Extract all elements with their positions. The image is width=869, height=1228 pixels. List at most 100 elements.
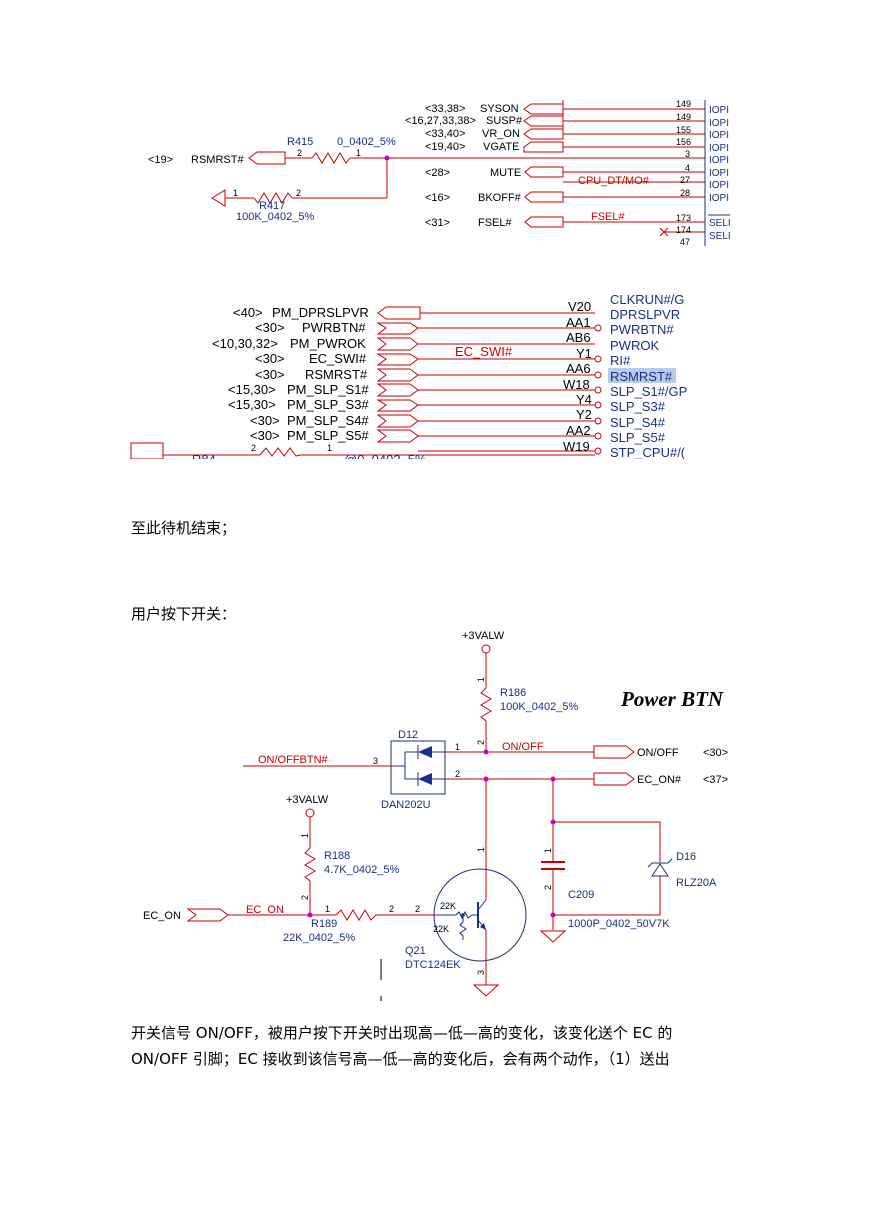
- svg-text:IOPI: IOPI: [709, 105, 729, 116]
- pin-numbers: 149 149 155 156 3 4 27 28 173 174 47: [676, 99, 691, 247]
- rsmrst-label: RSMRST#: [191, 154, 244, 166]
- crop-mask: [120, 459, 720, 469]
- sig-name: VR_ON: [482, 128, 520, 140]
- svg-text:47: 47: [680, 237, 690, 247]
- pm-row-0: <40> PM_DPRSLPVR V20 DPRSLPVR: [233, 299, 680, 322]
- svg-text:PWRBTN#: PWRBTN#: [302, 320, 366, 335]
- r188-symbol: [304, 847, 316, 882]
- svg-text:SLP_S1#/GP: SLP_S1#/GP: [610, 384, 687, 399]
- onoff-ref: <30>: [703, 747, 728, 759]
- r189-value: 22K_0402_5%: [283, 932, 355, 944]
- svg-text:IOPI: IOPI: [709, 168, 729, 179]
- r417-value: 100K_0402_5%: [236, 211, 315, 223]
- svg-text:173: 173: [676, 213, 691, 223]
- svg-text:RI#: RI#: [610, 353, 631, 368]
- r186-symbol: [480, 687, 492, 722]
- r189-symbol: [335, 909, 377, 921]
- svg-text:<30>: <30>: [255, 367, 285, 382]
- svg-text:2: 2: [389, 904, 394, 914]
- pm-row-7: <30> PM_SLP_S4# Y2 SLP_S4#: [250, 407, 666, 430]
- onoff-port: [593, 745, 635, 759]
- svg-text:1: 1: [455, 742, 460, 752]
- r417-pin1: 1: [233, 188, 238, 198]
- pm-row-3: <30> EC_SWI# EC_SWI# Y1 RI#: [255, 344, 631, 368]
- svg-text:Y4: Y4: [576, 392, 592, 407]
- nc-mark: [659, 227, 669, 237]
- junction: [307, 912, 313, 918]
- vcc-symbol: [305, 808, 315, 818]
- d16-symbol: [651, 863, 669, 877]
- svg-text:SLP_S5#: SLP_S5#: [610, 430, 666, 445]
- r189-name: R189: [311, 918, 337, 930]
- sig-ref: <33,40>: [425, 128, 465, 140]
- pm-row-8: <30> PM_SLP_S5# AA2 SLP_S5#: [250, 423, 666, 445]
- svg-text:W18: W18: [563, 377, 590, 392]
- svg-text:2: 2: [251, 443, 256, 453]
- sig-ref: <28>: [425, 167, 450, 179]
- svg-text:PM_SLP_S5#: PM_SLP_S5#: [287, 428, 369, 443]
- svg-text:<30>: <30>: [250, 428, 280, 443]
- svg-text:27: 27: [680, 175, 690, 185]
- user-press-text: 用户按下开关：: [131, 605, 237, 623]
- svg-text:2: 2: [300, 895, 310, 900]
- svg-text:EC_SWI#: EC_SWI#: [309, 351, 367, 366]
- signal-wires: [562, 100, 705, 233]
- r415-symbol: [311, 152, 351, 164]
- sig-ref: <16>: [425, 192, 450, 204]
- svg-text:IOPI: IOPI: [709, 180, 729, 191]
- d16-name: D16: [676, 851, 696, 863]
- svg-text:PM_SLP_S1#: PM_SLP_S1#: [287, 382, 369, 397]
- svg-text:PWRBTN#: PWRBTN#: [610, 322, 674, 337]
- fsel-net-label: FSEL#: [591, 211, 626, 223]
- svg-text:PWROK: PWROK: [610, 338, 659, 353]
- q21-part: DTC124EK: [405, 959, 461, 971]
- svg-text:AA2: AA2: [566, 423, 591, 438]
- sig-name: VGATE: [483, 141, 519, 153]
- sig-name: MUTE: [490, 167, 521, 179]
- svg-text:SELI: SELI: [709, 231, 731, 242]
- pm-row-5: <15,30> PM_SLP_S1# W18 SLP_S1#/GP: [228, 377, 687, 399]
- explain-line-2: ON/OFF 引脚；EC 接收到该信号高—低—高的变化后，会有两个动作，（1）送…: [131, 1050, 670, 1068]
- svg-text:PM_DPRSLPVR: PM_DPRSLPVR: [272, 305, 369, 320]
- rsmrst-highlight: RSMRST#: [610, 369, 673, 384]
- svg-text:2: 2: [415, 904, 420, 914]
- econ-ref: <37>: [703, 774, 728, 786]
- svg-text:PM_SLP_S3#: PM_SLP_S3#: [287, 397, 369, 412]
- svg-text:<10,30,32>: <10,30,32>: [212, 336, 278, 351]
- ic-right-labels: IOPI IOPI IOPI IOPI IOPI IOPI IOPI IOPI …: [709, 105, 731, 242]
- r186-value: 100K_0402_5%: [500, 701, 579, 713]
- q21-r1-value: 22K: [440, 901, 456, 911]
- q21-arrow: [480, 923, 486, 930]
- svg-text:2: 2: [476, 740, 486, 745]
- schematic-power-btn: Power BTN +3VALW 1 2 R186 100K_0402_5% D…: [143, 630, 728, 1001]
- sig-name: SUSP#: [486, 115, 523, 127]
- schematic-ec-signals: <19> RSMRST# R415 0_0402_5% 2 1 1 2 R417…: [148, 99, 731, 247]
- svg-text:DPRSLPVR: DPRSLPVR: [610, 307, 680, 322]
- d16-bar: [647, 858, 673, 868]
- r84-symbol: [259, 447, 301, 457]
- svg-text:IOPI: IOPI: [709, 130, 729, 141]
- svg-text:Y1: Y1: [576, 346, 592, 361]
- r188-value: 4.7K_0402_5%: [324, 864, 399, 876]
- r415-pin1: 1: [356, 148, 361, 158]
- svg-text:1: 1: [476, 847, 486, 852]
- sig-name: BKOFF#: [478, 192, 522, 204]
- svg-text:IOPI: IOPI: [709, 193, 729, 204]
- sig-ref: <31>: [425, 217, 450, 229]
- svg-text:AA6: AA6: [566, 361, 591, 376]
- svg-text:Y2: Y2: [576, 407, 592, 422]
- econ-port-label: EC_ON#: [637, 774, 682, 786]
- r415-pin2: 2: [297, 148, 302, 158]
- q21-circle: [433, 868, 527, 962]
- pin-bubble: [594, 447, 602, 455]
- econ-port: [593, 772, 635, 786]
- q21-name: Q21: [405, 945, 426, 957]
- r415-name: R415: [287, 136, 313, 148]
- svg-text:3: 3: [685, 149, 690, 159]
- top-cut-label: CLKRUN#/G: [610, 292, 684, 307]
- d12-lead: [404, 751, 418, 780]
- svg-text:IOPI: IOPI: [709, 155, 729, 166]
- svg-text:3: 3: [476, 970, 486, 975]
- pm-row-4: <30> RSMRST# AA6 RSMRST#: [255, 361, 676, 384]
